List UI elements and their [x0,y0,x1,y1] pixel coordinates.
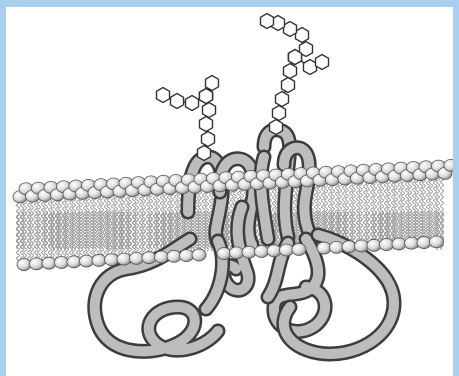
sugar-ring [200,117,213,132]
lipid-head [117,253,131,265]
sugar-ring [198,146,211,161]
lipid-head [355,240,369,252]
sugar-ring [200,89,213,104]
sugar-ring [284,64,297,79]
lipid-head [242,246,256,258]
lipid-head [167,250,181,262]
lipid-head [217,248,231,260]
lipid-head [280,244,294,256]
lipid-head [92,254,106,266]
lipid-tail [353,212,356,245]
sugar-ring [270,120,283,135]
lipid-head [392,238,406,250]
lipid-tail [28,212,31,263]
lipid-tail [17,212,20,263]
lipid-head [292,243,306,255]
oligosaccharide-chain-left [157,76,219,161]
sugar-ring [171,94,184,109]
lipid-head [267,245,281,257]
sugar-ring [157,88,170,103]
sugar-ring [282,78,295,93]
lipid-tail [21,212,24,263]
lipid-head [380,239,394,251]
figure-panel [6,7,453,376]
lipid-head [192,249,206,261]
lipid-head [142,252,156,264]
sugar-ring [186,96,199,111]
lipid-head [80,255,94,267]
sugar-ring [296,28,309,43]
sugar-ring [276,92,289,107]
sugar-ring [206,76,219,91]
sugar-ring [284,22,297,37]
oligosaccharide-chain-right [261,14,329,135]
sugar-ring [316,55,329,70]
sugar-ring [304,60,317,75]
sugar-ring [289,50,302,65]
lipid-head [17,259,31,271]
lipid-head [180,250,194,262]
lipid-head [230,247,244,259]
lipid-head [317,242,331,254]
lipid-head [330,241,344,253]
sugar-ring [261,14,274,29]
lipid-head [67,256,81,268]
lipid-head [42,257,56,269]
lipid-head [430,236,444,248]
sugar-ring [202,132,215,147]
lipid-head [30,258,44,270]
lipid-head [105,254,119,266]
lipid-head [255,245,269,257]
sugar-ring [273,106,286,121]
lipid-head [417,237,431,249]
lipid-tail [35,212,38,263]
lipid-head [55,256,69,268]
lipid-head [405,237,419,249]
lipid-head [367,239,381,251]
lipid-head [342,241,356,253]
sugar-ring [203,103,216,118]
lipid-head [130,252,144,264]
lipid-head [155,251,169,263]
membrane-protein-diagram [6,7,453,376]
